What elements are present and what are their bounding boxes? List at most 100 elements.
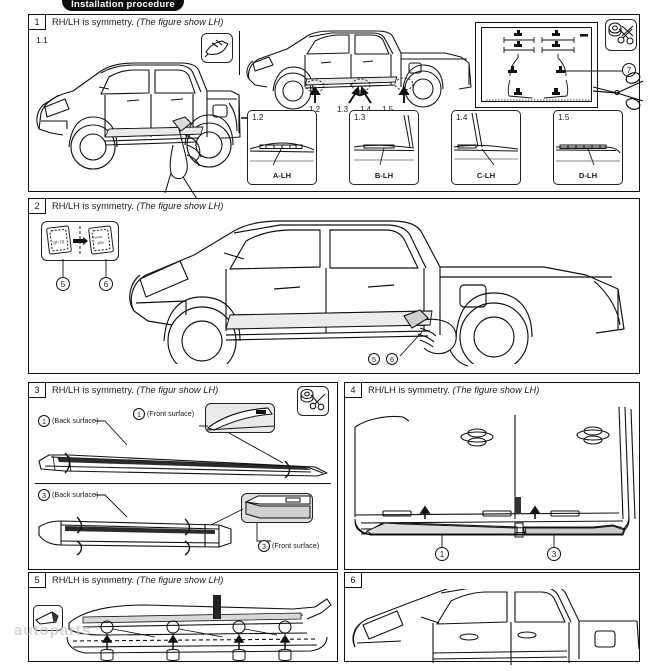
arrow-label-1-2: 1.2 (309, 105, 321, 114)
panel-5-title-italic: (The figure show LH) (136, 575, 224, 585)
svg-text:480: 480 (97, 241, 104, 246)
tape-scissors-icon-tile (605, 19, 637, 51)
trim-strip-upper-drawing (38, 452, 328, 479)
detail-box-1-5-number: 1.5 (558, 113, 570, 122)
panel-3-title: RH/LH is symmetry. (The figur show LH) (52, 384, 218, 397)
panel-2-title: RH/LH is symmetry. (The figure show LH) (52, 200, 223, 213)
panel-3-title-italic: (The figur show LH) (136, 385, 219, 395)
label-front-surface-1: (Front surface) (147, 409, 195, 418)
callout-5-product-label: 5 (60, 279, 66, 289)
panel2-hand-callout-leader (399, 331, 423, 357)
tape-roll-and-scissors-icon (608, 22, 634, 45)
clip-attachment-drawing (66, 595, 332, 661)
callout-5-hand-label: 5 (372, 354, 376, 364)
arrow-label-1-3: 1.3 (337, 105, 349, 114)
callout-3-front-surface-label: 3 (262, 541, 266, 551)
panel-1-title-main: RH/LH is symmetry. (52, 17, 134, 27)
panel-5: 5 RH/LH is symmetry. (The figure show LH… (28, 572, 338, 662)
panel-2: 2 RH/LH is symmetry. (The figure show LH… (28, 198, 640, 374)
callout-6-hand: 6 (386, 353, 398, 365)
callout-3-back-surface: 3 (38, 489, 50, 501)
front-surface-inset-connector-upper (199, 425, 208, 427)
panel4-callout-3-leader (553, 535, 555, 547)
front-surface-inset-lower (241, 493, 313, 523)
panel-6-number: 6 (345, 573, 362, 588)
panel4-callout-1-leader (441, 535, 443, 547)
panel-3-title-main: RH/LH is symmetry. (52, 385, 134, 395)
panel-4-title-main: RH/LH is symmetry. (368, 385, 450, 395)
truck-illustration-panel2 (129, 220, 625, 364)
callout-1-panel4: 1 (435, 547, 449, 561)
svg-text:IP-70: IP-70 (53, 239, 65, 245)
template-sheet-diagram (486, 30, 590, 101)
panel-4-number: 4 (345, 383, 362, 398)
front-surface-inset-upper-drawing (206, 407, 274, 431)
panel-2-title-italic: (The figure show LH) (136, 201, 224, 211)
detail-box-1-2: 1.2 A-LH (247, 110, 317, 185)
panel-1-title: RH/LH is symmetry. (The figure show LH) (52, 16, 223, 29)
detail-box-1-4-number: 1.4 (456, 113, 468, 122)
detail-box-1-3-number: 1.3 (354, 113, 366, 122)
callout-1-panel4-label: 1 (439, 549, 445, 559)
truck-illustration-lh-main (36, 62, 241, 170)
label-front-surface-3: (Front surface) (272, 541, 320, 550)
callout-1-back-surface: 1 (38, 415, 50, 427)
surface-prep-products-tile: IP-70 Primer 480 (41, 221, 119, 261)
panel-6: 6 (344, 572, 640, 665)
panel-1: 1 RH/LH is symmetry. (The figure show LH… (28, 14, 644, 200)
front-surface-inset-lower-drawing (244, 495, 311, 519)
front-surface-inset-upper (205, 403, 275, 433)
panel-2-title-main: RH/LH is symmetry. (52, 201, 134, 211)
trim-strip-lower-drawing (38, 516, 232, 556)
inset-zoom-leader-upper (228, 432, 284, 464)
panel5-detail-drawing (35, 611, 59, 625)
callout-5-hand: 5 (368, 353, 380, 365)
panel5-detail-tile (33, 605, 63, 631)
scissors-cutting-icon (592, 72, 644, 110)
callout-3-panel4-label: 3 (551, 549, 557, 559)
label-back-surface-3: (Back surface) (52, 490, 99, 499)
tape-scissors-icon-tile-panel3 (297, 386, 329, 416)
callout-7-leader-line (565, 70, 622, 72)
panel-5-title-main: RH/LH is symmetry. (52, 575, 134, 585)
callout-3-panel4: 3 (547, 547, 561, 561)
truck-side-view-illustration (246, 30, 472, 110)
wipe-cloth-icon (204, 39, 229, 58)
wipe-cloth-icon-tile (201, 33, 233, 63)
callout-1-front-surface: 1 (133, 408, 145, 420)
template-sheet-inner (481, 27, 592, 102)
callout-1-back-leader (95, 420, 128, 446)
detail-1-5-drawing (555, 144, 621, 166)
detail-box-1-5: 1.5 D-LH (553, 110, 623, 185)
callout-6-hand-label: 6 (390, 354, 394, 364)
callout-1-back-surface-label: 1 (42, 416, 46, 426)
panel-4-title-italic: (The figure show LH) (452, 385, 540, 395)
panel-5-number: 5 (29, 573, 46, 588)
divider-line (239, 31, 241, 75)
prep-products-diagram: IP-70 Primer 480 (46, 225, 114, 256)
clip-location-markers (305, 77, 414, 104)
panel-2-number: 2 (29, 199, 46, 214)
panel-1-title-italic: (The figure show LH) (136, 17, 224, 27)
callout-3-back-surface-label: 3 (42, 490, 46, 500)
callout-1-front-surface-label: 1 (137, 409, 141, 419)
installation-procedure-badge: Installation procedure (62, 0, 184, 11)
tape-roll-and-scissors-icon-panel3 (300, 388, 326, 411)
detail-box-1-5-caption: D-LH (578, 171, 598, 180)
detail-box-1-3: 1.3 B-LH (349, 110, 419, 185)
panel-3: 3 RH/LH is symmetry. (The figur show LH)… (28, 382, 338, 570)
callout-7-label: 7 (626, 65, 632, 75)
callout-6-product: 6 (99, 277, 113, 291)
detail-box-1-3-caption: B-LH (374, 171, 394, 180)
arrow-label-1-5: 1.5 (382, 105, 393, 114)
door-sill-install-drawing (354, 406, 636, 538)
hand-applying-trim-panel2 (403, 309, 469, 367)
detail-box-1-2-number: 1.2 (252, 113, 264, 122)
panel-3-number: 3 (29, 383, 46, 398)
detail-box-1-4: 1.4 C-LH (451, 110, 521, 185)
detail-1-2-drawing (249, 142, 315, 166)
panel-1-number: 1 (29, 15, 46, 30)
panel2-callout-leaders (62, 259, 107, 277)
detail-1-3-drawing (353, 115, 415, 166)
panel-1-step-label: 1.1 (36, 35, 48, 45)
